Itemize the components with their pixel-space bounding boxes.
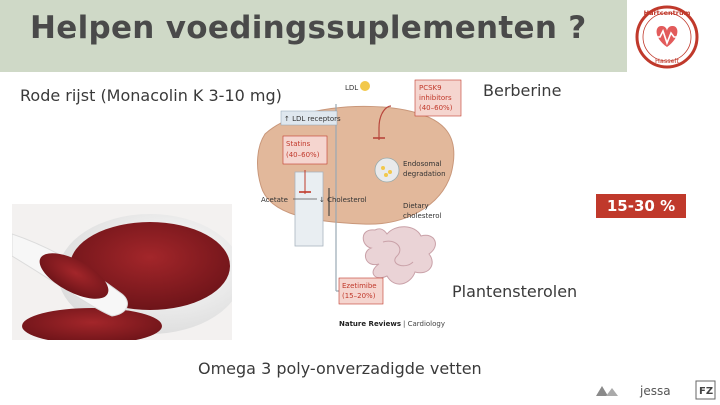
- footer-fz: FZ: [699, 386, 713, 397]
- label-plant-sterols: Plantensterolen: [452, 282, 578, 301]
- diagram-dietary: Dietary: [403, 202, 429, 210]
- label-red-rice: Rode rijst (Monacolin K 3-10 mg): [20, 86, 282, 105]
- diagram-pcsk9-sub: inhibitors: [419, 94, 452, 102]
- logo-text-bottom: Hasselt: [655, 57, 679, 65]
- diagram-source-section: | Cardiology: [403, 320, 445, 328]
- slide-title: Helpen voedingssuplementen ?: [30, 10, 587, 46]
- diagram-ezetimibe: Ezetimibe: [342, 282, 377, 290]
- footer-jessa: jessa: [639, 384, 671, 398]
- hartcentrum-logo: Hartcentrum Hasselt: [631, 3, 703, 71]
- red-rice-photo: [12, 204, 232, 340]
- reduction-badge: 15-30 %: [596, 194, 686, 218]
- diagram-degradation: degradation: [403, 170, 446, 178]
- logo-text-top: Hartcentrum: [644, 9, 691, 17]
- diagram-ezetimibe-pct: (15–20%): [342, 292, 376, 300]
- diagram-statins: Statins: [286, 140, 311, 148]
- diagram-cholesterol: ↓ Cholesterol: [319, 196, 367, 204]
- diagram-dietary2: cholesterol: [403, 212, 442, 220]
- diagram-ldl-receptors: ↑ LDL receptors: [284, 115, 341, 123]
- diagram-statins-pct: (40–60%): [286, 151, 320, 159]
- lipid-pathway-diagram: LDL PCSK9 inhibitors (40–60%) ↑ LDL rece…: [257, 79, 462, 328]
- diagram-pcsk9-pct: (40–60%): [419, 104, 453, 112]
- footer-logos: jessa FZ: [596, 380, 716, 400]
- diagram-endosomal: Endosomal: [403, 160, 442, 168]
- diagram-ldl: LDL: [345, 84, 358, 92]
- diagram-pcsk9: PCSK9: [419, 84, 442, 92]
- label-berberine: Berberine: [483, 81, 562, 100]
- title-bar: [0, 0, 627, 72]
- diagram-source-journal: Nature Reviews: [339, 320, 401, 328]
- label-omega3: Omega 3 poly-onverzadigde vetten: [198, 359, 482, 378]
- diagram-acetate: Acetate: [261, 196, 288, 204]
